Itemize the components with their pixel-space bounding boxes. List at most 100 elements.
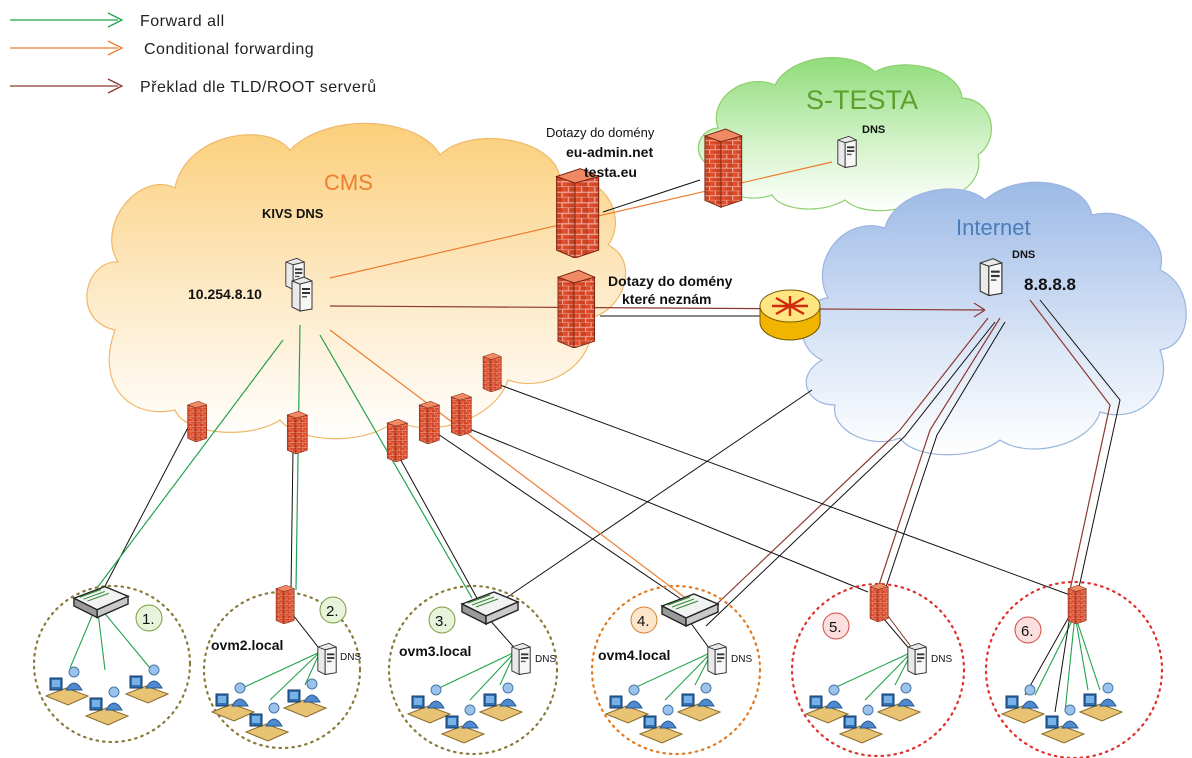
link-site3-fw xyxy=(397,454,479,601)
site-3-dns-label: DNS xyxy=(535,654,556,665)
fwd-site2 xyxy=(295,324,301,591)
internet-cloud-title: Internet xyxy=(956,215,1031,240)
connections xyxy=(69,161,1121,713)
site-3-workstation-2[interactable] xyxy=(441,704,485,744)
site-4-switch[interactable] xyxy=(661,593,719,627)
fwd-site1 xyxy=(96,339,284,589)
cms-edge-firewall-1[interactable] xyxy=(187,400,208,442)
site-1-workstation-2[interactable] xyxy=(85,686,129,726)
link-site2-fw xyxy=(290,449,294,591)
site-3-workstation-1[interactable] xyxy=(407,684,451,724)
internet-dns-ip: 8.8.8.8 xyxy=(1024,275,1076,294)
cms-cloud-title: CMS xyxy=(324,170,373,195)
internet-router[interactable] xyxy=(759,289,821,341)
fwd-local-site2 xyxy=(237,651,321,701)
legend-tld-root-label: Překlad dle TLD/ROOT serverů xyxy=(140,78,377,96)
site-4-dns-server[interactable] xyxy=(707,642,727,675)
site-4-workstation-2[interactable] xyxy=(639,704,683,744)
fw-top-query-label: Dotazy do domény xyxy=(546,125,655,140)
site-5-workstation-3[interactable] xyxy=(877,682,921,722)
fw-mid-line1: Dotazy do domény xyxy=(608,273,733,289)
fw-top-domain2: testa.eu xyxy=(584,164,637,180)
legend: Forward all Conditional forwarding Překl… xyxy=(10,12,377,96)
site-1-workstation-1[interactable] xyxy=(45,666,89,706)
site-4-workstation-3[interactable] xyxy=(677,682,721,722)
site-1-number: 1. xyxy=(142,611,155,628)
kivs-dns-label: KIVS DNS xyxy=(262,206,324,221)
stesta-cloud-title: S-TESTA xyxy=(806,85,918,115)
site-4-workstation-1[interactable] xyxy=(605,684,649,724)
site-1-workstation-3[interactable] xyxy=(125,664,169,704)
link-site5-fw xyxy=(466,427,869,593)
tld-site6 xyxy=(1029,299,1111,591)
site-3-workstation-3[interactable] xyxy=(479,682,523,722)
cms-edge-firewall-2[interactable] xyxy=(286,410,308,454)
link-site3-internet xyxy=(499,389,813,603)
link-site5-internet xyxy=(884,321,1006,591)
firewall-mid[interactable] xyxy=(557,269,596,348)
site-4-number: 4. xyxy=(637,613,650,630)
cms-edge-firewall-3[interactable] xyxy=(386,418,408,462)
stesta-dns-label: DNS xyxy=(862,124,885,136)
fw-top-domain1: eu-admin.net xyxy=(566,144,653,160)
site-5-firewall[interactable] xyxy=(869,582,889,622)
site-2-number: 2. xyxy=(326,603,339,620)
site-1: 1. xyxy=(32,584,192,744)
site-6-number: 6. xyxy=(1021,623,1034,640)
kivs-dns-ip: 10.254.8.10 xyxy=(188,286,262,302)
legend-conditional-label: Conditional forwarding xyxy=(144,41,314,58)
site-2-dns-label: DNS xyxy=(340,652,361,663)
site-5-workstation-1[interactable] xyxy=(805,684,849,724)
fwd-site3 xyxy=(319,334,473,599)
site-3-dns-server[interactable] xyxy=(511,642,531,675)
fwd-local-site6 xyxy=(1034,614,1101,713)
internet-cloud xyxy=(801,181,1187,456)
site-2-workstation-2[interactable] xyxy=(245,702,289,742)
site-4-dns-label: DNS xyxy=(731,654,752,665)
fwd-local-site5 xyxy=(829,651,913,701)
tld-site4 xyxy=(699,317,989,621)
site-4-domain: ovm4.local xyxy=(598,647,670,663)
site-2: 2. ovm2.local DNS xyxy=(202,584,361,750)
link-fw-top-stesta xyxy=(602,179,701,213)
cms-edge-firewall-6[interactable] xyxy=(482,352,502,392)
internet-dns-server[interactable] xyxy=(979,258,1003,297)
site-6-firewall[interactable] xyxy=(1067,584,1087,624)
legend-forward-all-label: Forward all xyxy=(140,13,225,30)
site-3-domain: ovm3.local xyxy=(399,643,471,659)
firewall-top[interactable] xyxy=(556,168,600,258)
link-site1-fw xyxy=(102,417,194,591)
site-1-switch[interactable] xyxy=(73,585,129,619)
site-5: 5. DNS xyxy=(790,582,966,758)
legend-tld-root: Překlad dle TLD/ROOT serverů xyxy=(10,78,377,96)
site-3: 3. ovm3.local DNS xyxy=(387,584,559,756)
site-5-dns-server[interactable] xyxy=(907,642,927,675)
tld-site5 xyxy=(877,317,1001,589)
site-6-workstation-2[interactable] xyxy=(1041,704,1085,744)
site-2-firewall[interactable] xyxy=(275,584,295,624)
firewall-stesta[interactable] xyxy=(704,128,743,208)
stesta-dns-server[interactable] xyxy=(837,135,857,169)
fw-mid-line2: které neznám xyxy=(622,291,711,307)
cms-edge-firewall-5[interactable] xyxy=(450,392,472,436)
site-2-dns-server[interactable] xyxy=(317,642,337,675)
link-site6-internet xyxy=(1039,299,1121,593)
cond-site4 xyxy=(329,329,709,616)
site-2-domain: ovm2.local xyxy=(211,637,283,653)
legend-forward-all: Forward all xyxy=(10,12,225,30)
site-6-workstation-3[interactable] xyxy=(1079,682,1123,722)
tld-kivs-internet xyxy=(329,305,986,311)
site-3-number: 3. xyxy=(435,613,448,630)
link-site6-fw xyxy=(499,384,1071,596)
site-5-number: 5. xyxy=(829,619,842,636)
legend-conditional: Conditional forwarding xyxy=(10,40,314,58)
site-5-dns-label: DNS xyxy=(931,654,952,665)
stesta-cloud xyxy=(697,56,992,212)
site-4: 4. ovm4.local DNS xyxy=(590,584,762,756)
cms-edge-firewall-4[interactable] xyxy=(418,400,440,444)
internet-dns-label: DNS xyxy=(1012,249,1035,261)
site-3-switch[interactable] xyxy=(461,591,519,625)
site-5-workstation-2[interactable] xyxy=(839,704,883,744)
fwd-local-site3 xyxy=(434,651,516,701)
